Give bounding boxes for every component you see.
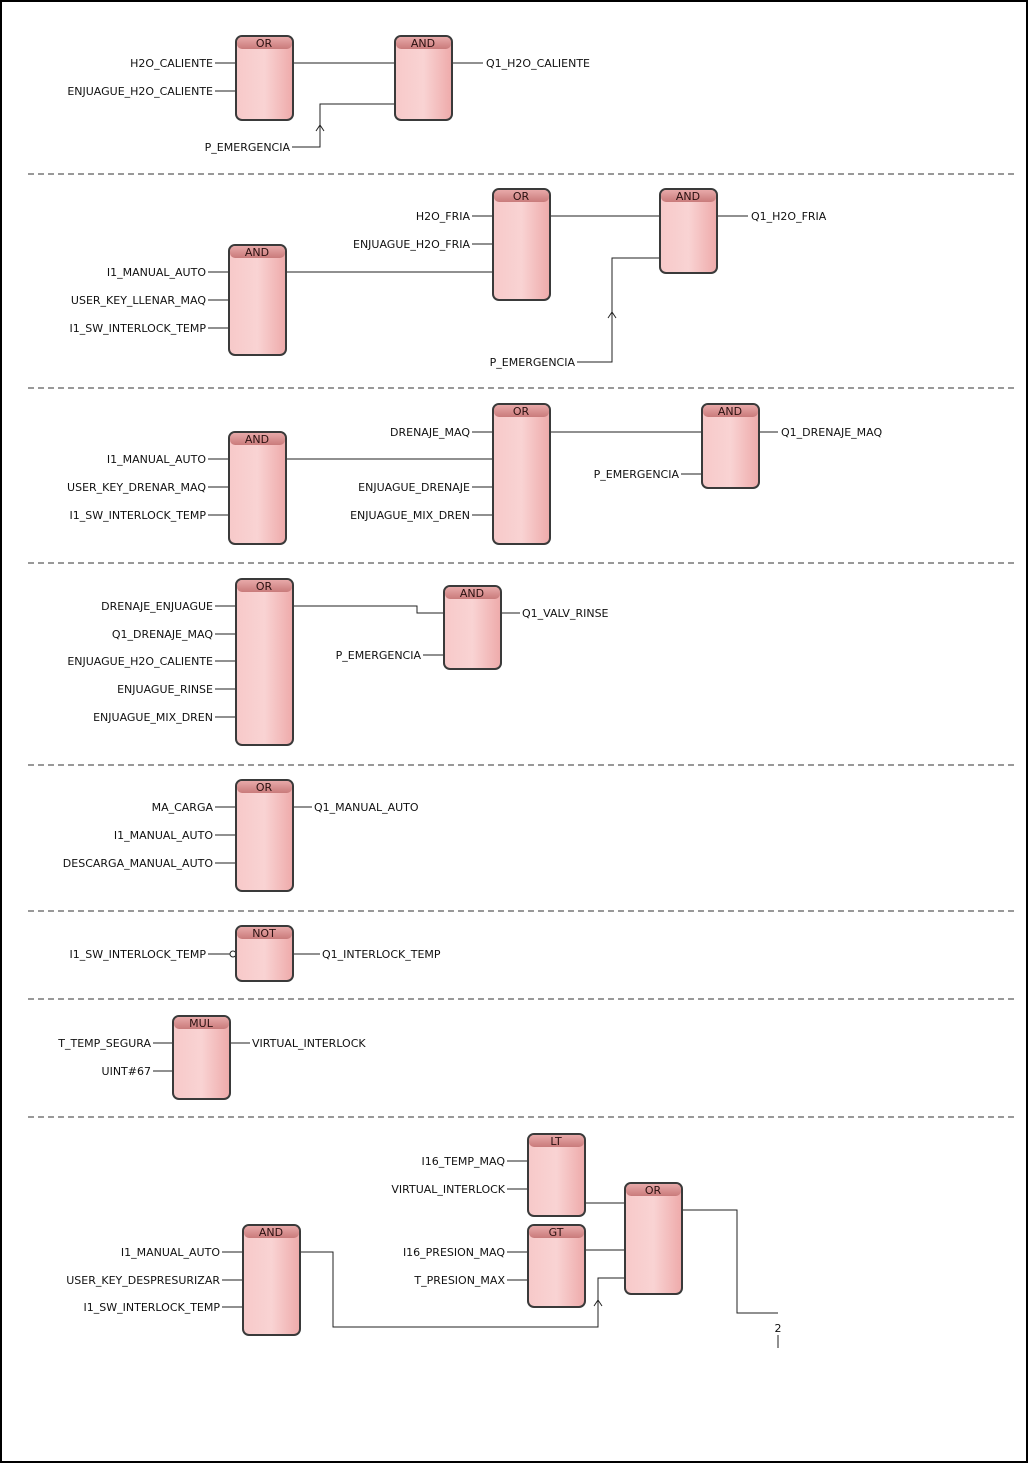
and-block[interactable]: AND <box>659 188 718 274</box>
input-label: T_TEMP_SEGURA <box>57 1037 151 1050</box>
input-label: I1_SW_INTERLOCK_TEMP <box>84 1301 221 1314</box>
input-label: I1_MANUAL_AUTO <box>114 829 213 842</box>
block-type-label: OR <box>256 781 273 794</box>
and-block[interactable]: AND <box>228 431 287 545</box>
input-label: I1_MANUAL_AUTO <box>121 1246 220 1259</box>
input-label: I1_SW_INTERLOCK_TEMP <box>70 322 207 335</box>
input-label: USER_KEY_LLENAR_MAQ <box>71 294 206 307</box>
input-label: ENJUAGUE_H2O_FRIA <box>353 238 470 251</box>
input-label: T_PRESION_MAX <box>413 1274 505 1287</box>
input-label: I16_PRESION_MAQ <box>403 1246 505 1259</box>
output-label: Q1_H2O_CALIENTE <box>486 57 590 70</box>
block-type-label: OR <box>256 580 273 593</box>
input-label: UINT#67 <box>102 1065 151 1078</box>
input-label: H2O_CALIENTE <box>130 57 213 70</box>
input-label: P_EMERGENCIA <box>490 356 576 369</box>
or-block[interactable]: OR <box>235 779 294 892</box>
connector-label: 2 <box>775 1322 782 1335</box>
block-type-label: AND <box>259 1226 283 1239</box>
input-label: USER_KEY_DRENAR_MAQ <box>67 481 206 494</box>
input-label: DRENAJE_MAQ <box>390 426 470 439</box>
block-type-label: OR <box>513 190 530 203</box>
or-block[interactable]: OR <box>235 35 294 121</box>
input-label: I1_SW_INTERLOCK_TEMP <box>70 509 207 522</box>
output-label: VIRTUAL_INTERLOCK <box>252 1037 366 1050</box>
input-label: ENJUAGUE_RINSE <box>117 683 213 696</box>
input-label: I1_MANUAL_AUTO <box>107 266 206 279</box>
or-block[interactable]: OR <box>492 188 551 301</box>
gt-block[interactable]: GT <box>527 1224 586 1308</box>
block-type-label: AND <box>245 246 269 259</box>
input-label: MA_CARGA <box>152 801 214 814</box>
and-block[interactable]: AND <box>242 1224 301 1336</box>
input-label: P_EMERGENCIA <box>336 649 422 662</box>
block-type-label: AND <box>245 433 269 446</box>
signal-labels: H2O_CALIENTE ENJUAGUE_H2O_CALIENTE P_EME… <box>57 57 882 1335</box>
input-label: DRENAJE_ENJUAGUE <box>101 600 213 613</box>
input-label: USER_KEY_DESPRESURIZAR <box>66 1274 220 1287</box>
or-block[interactable]: OR <box>235 578 294 746</box>
mul-block[interactable]: MUL <box>172 1015 231 1100</box>
block-type-label: GT <box>549 1226 564 1239</box>
input-label: H2O_FRIA <box>416 210 471 223</box>
input-label: ENJUAGUE_MIX_DREN <box>350 509 470 522</box>
input-label: ENJUAGUE_MIX_DREN <box>93 711 213 724</box>
block-type-label: LT <box>550 1135 562 1148</box>
and-block[interactable]: AND <box>228 244 287 356</box>
input-label: I16_TEMP_MAQ <box>421 1155 505 1168</box>
input-label: P_EMERGENCIA <box>205 141 291 154</box>
and-block[interactable]: AND <box>394 35 453 121</box>
lt-block[interactable]: LT <box>527 1133 586 1217</box>
wires <box>153 62 779 1348</box>
input-label: ENJUAGUE_H2O_CALIENTE <box>67 655 213 668</box>
input-label: ENJUAGUE_H2O_CALIENTE <box>67 85 213 98</box>
input-label: P_EMERGENCIA <box>594 468 680 481</box>
input-label: I1_MANUAL_AUTO <box>107 453 206 466</box>
block-type-label: MUL <box>189 1017 214 1030</box>
block-type-label: AND <box>676 190 700 203</box>
not-block[interactable]: NOT <box>235 925 294 982</box>
output-label: Q1_H2O_FRIA <box>751 210 827 223</box>
input-label: ENJUAGUE_DRENAJE <box>358 481 470 494</box>
block-type-label: AND <box>718 405 742 418</box>
input-label: I1_SW_INTERLOCK_TEMP <box>70 948 207 961</box>
output-label: Q1_DRENAJE_MAQ <box>781 426 882 439</box>
and-block[interactable]: AND <box>443 585 502 670</box>
block-type-label: OR <box>645 1184 662 1197</box>
block-type-label: OR <box>256 37 273 50</box>
input-label: DESCARGA_MANUAL_AUTO <box>63 857 214 870</box>
block-type-label: OR <box>513 405 530 418</box>
output-label: Q1_INTERLOCK_TEMP <box>322 948 441 961</box>
or-block[interactable]: OR <box>492 403 551 545</box>
output-label: Q1_MANUAL_AUTO <box>314 801 419 814</box>
block-type-label: AND <box>411 37 435 50</box>
block-type-label: AND <box>460 587 484 600</box>
input-label: Q1_DRENAJE_MAQ <box>112 628 213 641</box>
input-label: VIRTUAL_INTERLOCK <box>391 1183 505 1196</box>
output-label: Q1_VALV_RINSE <box>522 607 609 620</box>
or-block[interactable]: OR <box>624 1182 683 1295</box>
block-type-label: NOT <box>252 927 276 940</box>
and-block[interactable]: AND <box>701 403 760 489</box>
network-separators <box>28 173 1018 1118</box>
